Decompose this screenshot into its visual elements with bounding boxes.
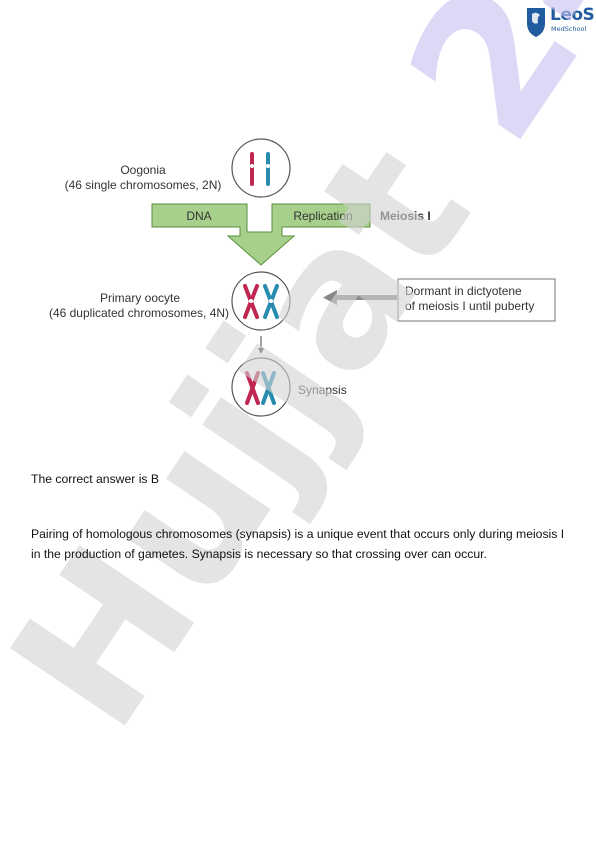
oogonia-subtitle: (46 single chromosomes, 2N) <box>64 178 222 192</box>
dormant-line-1: Dormant in dictyotene <box>405 284 522 298</box>
replication-label: Replication <box>293 209 353 223</box>
replication-arrow <box>151 203 371 266</box>
brand-name: LeoS <box>550 5 595 25</box>
dormant-line-2: of meiosis I until puberty <box>405 299 535 313</box>
primary-oocyte-title: Primary oocyte <box>99 291 181 305</box>
oogonia-cell <box>231 138 291 198</box>
primary-oocyte-subtitle: (46 duplicated chromosomes, 4N) <box>48 306 230 320</box>
correct-answer: The correct answer is B <box>31 472 160 486</box>
oogenesis-diagram: Oogonia (46 single chromosomes, 2N) DNA … <box>48 138 556 417</box>
meiosis-label: Meiosis I <box>380 209 431 223</box>
leos-logo <box>527 8 545 37</box>
oogonia-title: Oogonia <box>120 163 166 177</box>
dna-label: DNA <box>186 209 212 223</box>
synapsis-label: Synapsis <box>298 383 347 397</box>
primary-oocyte-cell <box>231 271 291 331</box>
dormant-box <box>397 278 556 322</box>
left-arrow-icon <box>323 290 397 305</box>
down-arrow-icon <box>258 336 264 354</box>
explanation-paragraph: Pairing of homologous chromosomes (synap… <box>31 527 565 561</box>
synapsis-cell <box>231 357 291 417</box>
brand-subtitle: MedSchool <box>551 25 587 33</box>
